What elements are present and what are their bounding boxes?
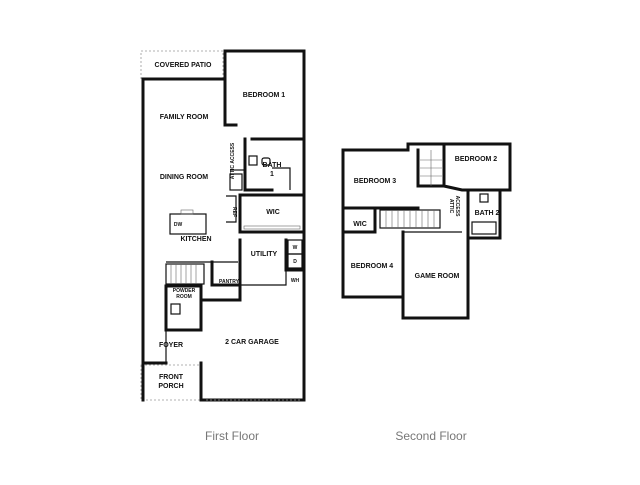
bath-2-toilet bbox=[479, 193, 489, 203]
utility-label: UTILITY bbox=[251, 251, 278, 258]
second-floor-lower-stairs bbox=[379, 209, 441, 229]
bedroom-1-label: BEDROOM 1 bbox=[243, 92, 286, 99]
bath-2-label: BATH 2 bbox=[475, 210, 500, 217]
wic-label-2: WIC bbox=[353, 221, 367, 228]
dw-label: DW bbox=[174, 222, 183, 228]
first-floor-plan bbox=[140, 49, 306, 402]
attic-access-label-1: ATTIC bbox=[448, 199, 454, 214]
front-porch-label-1: FRONT bbox=[159, 374, 184, 381]
garage-wall-west bbox=[199, 283, 242, 332]
second-floor-upper-stairs bbox=[420, 150, 442, 186]
covered-patio-label: COVERED PATIO bbox=[155, 62, 212, 69]
family-room-label: FAMILY ROOM bbox=[160, 114, 209, 121]
bath-1-number: 1 bbox=[270, 171, 274, 178]
attic-access-label-2: ACCESS bbox=[454, 196, 460, 218]
sink-icon bbox=[261, 157, 271, 166]
water-heater-label: WH bbox=[291, 278, 300, 284]
powder-room-label-2: ROOM bbox=[176, 294, 192, 300]
game-room-label: GAME ROOM bbox=[415, 273, 460, 280]
linen-closet bbox=[229, 173, 243, 191]
front-porch-label-2: PORCH bbox=[158, 383, 183, 390]
bedroom-3-label: BEDROOM 3 bbox=[354, 178, 397, 185]
second-floor-labels: BEDROOM 3 BEDROOM 2 ATTIC ACCESS BATH 2 … bbox=[351, 156, 500, 280]
powder-room-label-1: POWDER bbox=[173, 288, 196, 294]
toilet-icon bbox=[248, 155, 258, 166]
dining-room-label: DINING ROOM bbox=[160, 174, 208, 181]
dryer-box bbox=[287, 253, 303, 269]
washer-label: W bbox=[293, 245, 298, 251]
attic-access-label: ATTIC ACCESS bbox=[230, 142, 236, 179]
bath-1-label: BATH bbox=[263, 162, 282, 169]
bath-1-wall bbox=[243, 137, 274, 192]
wic-wall bbox=[238, 193, 306, 234]
second-floor-caption: Second Floor bbox=[395, 429, 466, 443]
garage-wall-north bbox=[240, 270, 287, 286]
bedroom-2-label: BEDROOM 2 bbox=[455, 156, 498, 163]
bedroom-1-wall-west bbox=[223, 77, 238, 127]
covered-patio-area bbox=[140, 50, 224, 80]
bedroom-4-label: BEDROOM 4 bbox=[351, 263, 394, 270]
second-floor-plan bbox=[341, 142, 512, 320]
ref-label: REF bbox=[231, 207, 237, 217]
powder-toilet bbox=[170, 303, 181, 315]
wic-shelf bbox=[243, 225, 301, 230]
dryer-label: D bbox=[293, 259, 297, 265]
refrigerator-space bbox=[226, 195, 237, 223]
first-floor-labels: COVERED PATIO BEDROOM 1 FAMILY ROOM ATTI… bbox=[155, 62, 300, 390]
wic-wall-2 bbox=[341, 206, 377, 234]
foyer-label: FOYER bbox=[159, 342, 183, 349]
first-floor-caption: First Floor bbox=[205, 429, 259, 443]
first-floor-stairs bbox=[165, 263, 205, 285]
kitchen-label: KITCHEN bbox=[180, 236, 211, 243]
bedroom-2-wall bbox=[442, 145, 512, 192]
bath-2-tub bbox=[471, 221, 497, 235]
kitchen-sink bbox=[180, 209, 194, 215]
pantry-label: PANTRY bbox=[219, 279, 240, 285]
garage-label: 2 CAR GARAGE bbox=[225, 339, 279, 346]
bath-1-shower bbox=[272, 167, 291, 190]
pantry-wall bbox=[210, 260, 242, 287]
wic-label: WIC bbox=[266, 209, 280, 216]
